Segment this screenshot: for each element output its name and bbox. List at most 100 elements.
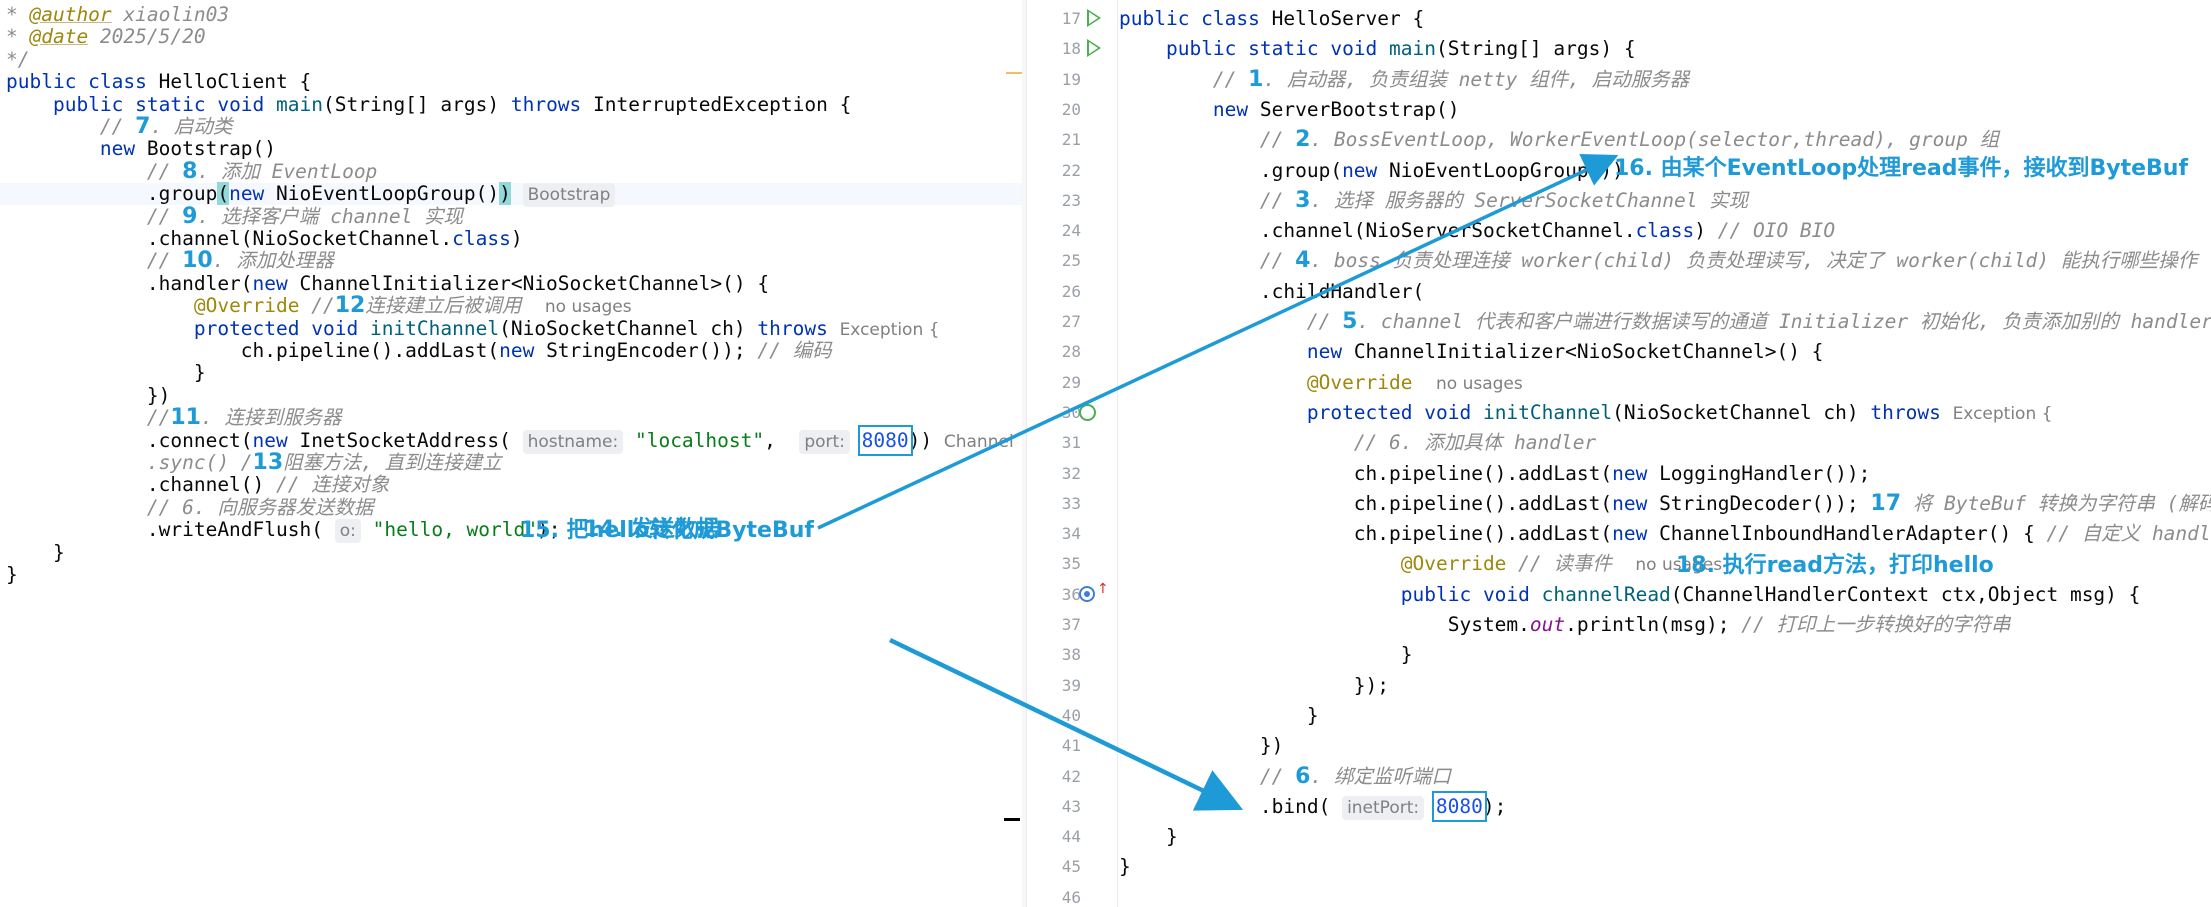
left_editor-code-line[interactable]: } xyxy=(0,542,1022,564)
right_editor-code-line[interactable]: @Override no usages xyxy=(1027,367,2211,398)
right_editor-code-line[interactable]: public class HelloServer { xyxy=(1027,3,2211,34)
right_editor-code-line[interactable]: public void channelRead(ChannelHandlerCo… xyxy=(1027,579,2211,610)
line-number[interactable]: 44 xyxy=(1061,827,1081,846)
line-number[interactable]: 46 xyxy=(1061,888,1081,907)
right_editor-code-line[interactable]: new ChannelInitializer<NioSocketChannel>… xyxy=(1027,336,2211,367)
right_editor-code-token: ch.pipeline().addLast( xyxy=(1119,492,1613,515)
left_editor-code-line[interactable]: //11. 连接到服务器 xyxy=(0,407,1022,429)
left_editor-code-line[interactable]: .writeAndFlush( o: "hello, world"); 14. … xyxy=(0,519,1022,543)
right_editor-code-token: StringDecoder()); xyxy=(1659,492,1871,515)
right_editor-code-token: }); xyxy=(1119,674,1390,697)
left_editor-code-line[interactable]: .channel(NioSocketChannel.class) xyxy=(0,228,1022,250)
right_editor-code-line[interactable] xyxy=(1027,882,2211,907)
left_editor-code-line[interactable]: // 6. 向服务器发送数据 xyxy=(0,497,1022,519)
right_editor-code-line[interactable]: System.out.println(msg); // 打印上一步转换好的字符串 xyxy=(1027,609,2211,640)
client-editor-pane[interactable]: * @author xiaolin03* @date 2025/5/20*/pu… xyxy=(0,0,1022,907)
line-number[interactable]: 35 xyxy=(1061,554,1081,573)
left_editor-code-line[interactable]: .connect(new InetSocketAddress( hostname… xyxy=(0,425,1022,456)
left_editor-code-line[interactable]: * @date 2025/5/20 xyxy=(0,26,1022,48)
right_editor-code-token: // 自定义 handler xyxy=(2046,522,2211,545)
line-number[interactable]: 18 xyxy=(1061,39,1081,58)
right_editor-code-line[interactable]: ch.pipeline().addLast(new LoggingHandler… xyxy=(1027,458,2211,489)
right_editor-code-token: . 选择 服务器的 ServerSocketChannel 实现 xyxy=(1310,189,1749,212)
right_editor-code-line[interactable]: ch.pipeline().addLast(new StringDecoder(… xyxy=(1027,488,2211,519)
override-up-arrow-icon[interactable]: ↑ xyxy=(1097,581,1109,597)
left_editor-code-line[interactable]: } xyxy=(0,362,1022,384)
right_editor-code-token: new xyxy=(1612,522,1660,545)
line-number[interactable]: 21 xyxy=(1061,130,1081,149)
line-number[interactable]: 20 xyxy=(1061,100,1081,119)
left_editor-code-line[interactable]: // 8. 添加 EventLoop xyxy=(0,161,1022,183)
right_editor-code-token: 2 xyxy=(1295,127,1311,152)
right_editor-code-token: 17 xyxy=(1870,491,1902,516)
left_editor-code-line[interactable]: public static void main(String[] args) t… xyxy=(0,94,1022,116)
right_editor-code-token xyxy=(1413,371,1436,394)
left_editor-code-token: 12 xyxy=(334,293,366,318)
left_editor-code-line[interactable]: @Override //12连接建立后被调用 no usages xyxy=(0,293,1022,318)
right_editor-code-line[interactable]: // 3. 选择 服务器的 ServerSocketChannel 实现 xyxy=(1027,185,2211,216)
right_editor-code-line[interactable]: protected void initChannel(NioSocketChan… xyxy=(1027,397,2211,428)
left_editor-code-line[interactable]: ch.pipeline().addLast(new StringEncoder(… xyxy=(0,340,1022,362)
annotation-18: 18. 执行read方法，打印hello xyxy=(1676,553,1994,578)
left_editor-code-line[interactable]: protected void initChannel(NioSocketChan… xyxy=(0,317,1022,341)
right_editor-code-line[interactable]: new ServerBootstrap() xyxy=(1027,94,2211,125)
left_editor-code-token: .group xyxy=(6,182,218,205)
right_editor-code-line[interactable]: // 2. BossEventLoop, WorkerEventLoop(sel… xyxy=(1027,124,2211,155)
line-number[interactable]: 19 xyxy=(1061,70,1081,89)
left_editor-code-token: InterruptedException { xyxy=(593,93,852,116)
line-number[interactable]: 36 xyxy=(1061,585,1081,604)
left_editor-code-token: } xyxy=(6,563,18,586)
left_editor-code-line[interactable]: // 9. 选择客户端 channel 实现 xyxy=(0,206,1022,228)
right_editor-code-line[interactable]: public static void main(String[] args) { xyxy=(1027,33,2211,64)
run-icon[interactable] xyxy=(1087,39,1101,57)
right_editor-code-line[interactable]: // 1. 启动器, 负责组装 netty 组件, 启动服务器 xyxy=(1027,64,2211,95)
right_editor-code-line[interactable]: .childHandler( xyxy=(1027,276,2211,307)
run-icon[interactable] xyxy=(1087,9,1101,27)
left_editor-code-token: * xyxy=(6,3,30,26)
right_editor-code-line[interactable]: } xyxy=(1027,639,2211,670)
left_editor-code-line[interactable]: */ xyxy=(0,49,1022,71)
right_editor-code-token: .println(msg); xyxy=(1565,613,1742,636)
right_editor-code-token: // 打印上一步转换好的字符串 xyxy=(1741,613,2011,636)
right_editor-code-line[interactable]: } xyxy=(1027,700,2211,731)
line-number[interactable]: 17 xyxy=(1061,9,1081,28)
right_editor-code-line[interactable]: // 6. 绑定监听端口 xyxy=(1027,761,2211,792)
right_editor-code-line[interactable]: @Override // 读事件 no usages xyxy=(1027,548,2211,579)
left_editor-code-line[interactable]: public class HelloClient { xyxy=(0,71,1022,93)
right_editor-code-line[interactable]: }); xyxy=(1027,670,2211,701)
left_editor-code-token: // xyxy=(299,294,335,317)
left_editor-code-token: , xyxy=(764,429,800,452)
right_editor-code-token: main xyxy=(1389,37,1436,60)
right_editor-code-token: ChannelInboundHandlerAdapter() { xyxy=(1659,522,2047,545)
left_editor-code-line[interactable]: // 10. 添加处理器 xyxy=(0,250,1022,272)
right_editor-code-line[interactable]: }) xyxy=(1027,730,2211,761)
right_editor-code-token xyxy=(1119,98,1213,121)
left_editor-code-line[interactable]: .channel() // 连接对象 xyxy=(0,474,1022,496)
left_editor-code-line[interactable]: }) xyxy=(0,385,1022,407)
left_editor-code-line[interactable]: // 7. 启动类 xyxy=(0,116,1022,138)
left_editor-code-line[interactable]: new Bootstrap() xyxy=(0,138,1022,160)
left_editor-code-line[interactable]: .handler(new ChannelInitializer<NioSocke… xyxy=(0,273,1022,295)
left_editor-code-line[interactable]: .group(new NioEventLoopGroup()) Bootstra… xyxy=(0,182,1022,207)
line-number[interactable]: 37 xyxy=(1061,615,1081,634)
left_editor-code-line[interactable]: } xyxy=(0,564,1022,586)
left_editor-code-line[interactable]: * @author xiaolin03 xyxy=(0,4,1022,26)
left_editor-code-token xyxy=(6,317,194,340)
right_editor-code-line[interactable]: } xyxy=(1027,821,2211,852)
right_editor-code-token: 4 xyxy=(1295,248,1311,273)
line-number[interactable]: 45 xyxy=(1061,857,1081,876)
left_editor-code-token: 8080 xyxy=(857,425,913,456)
right_editor-code-token xyxy=(1119,552,1401,575)
overrides-icon[interactable] xyxy=(1079,586,1095,602)
left_editor-code-token: o: xyxy=(334,519,361,543)
right_editor-code-line[interactable]: // 6. 添加具体 handler xyxy=(1027,427,2211,458)
right_editor-code-line[interactable]: ch.pipeline().addLast(new ChannelInbound… xyxy=(1027,518,2211,549)
right_editor-code-line[interactable]: .channel(NioServerSocketChannel.class) /… xyxy=(1027,215,2211,246)
right_editor-code-line[interactable]: .bind( inetPort: 8080); xyxy=(1027,791,2211,822)
right_editor-code-line[interactable]: // 4. boss 负责处理连接 worker(child) 负责处理读写, … xyxy=(1027,245,2211,276)
right_editor-code-line[interactable]: // 5. channel 代表和客户端进行数据读写的通道 Initialize… xyxy=(1027,306,2211,337)
left_editor-code-line[interactable]: .sync() /13阻塞方法, 直到连接建立 xyxy=(0,452,1022,474)
right_editor-code-line[interactable]: } xyxy=(1027,851,2211,882)
